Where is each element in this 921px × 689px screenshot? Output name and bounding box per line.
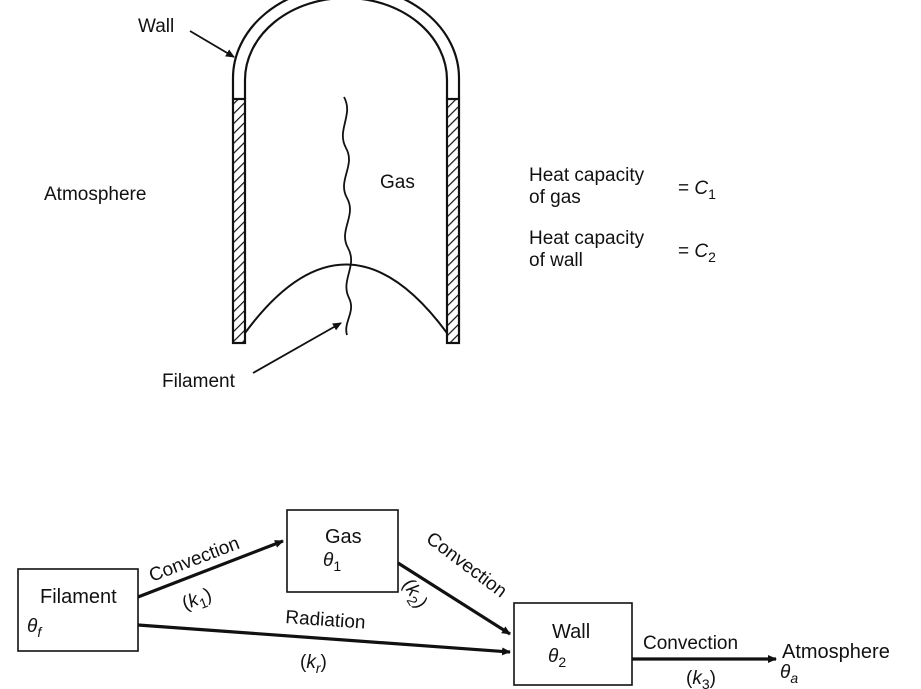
edge-wall-atmosphere-label: Convection <box>643 633 738 654</box>
right-wall-section <box>445 97 461 345</box>
atmosphere-node-label: Atmosphere <box>782 641 890 663</box>
gas-label: Gas <box>380 172 415 193</box>
apparatus-drawing: Wall Gas Atmosphere Filament Heat capaci… <box>44 0 716 392</box>
edge-filament-gas-coefficient: (k1) <box>179 584 216 617</box>
filament-node-symbol: θf <box>27 616 43 640</box>
edge-filament-wall <box>137 623 511 656</box>
heat-capacity-gas-equation: = C1 <box>678 178 716 202</box>
left-wall-section <box>231 97 247 345</box>
edge-gas-wall-label: Convection <box>422 528 511 602</box>
edge-filament-gas <box>137 539 284 599</box>
heat-capacity-gas-note: Heat capacity of gas = C1 <box>529 165 716 208</box>
edge-filament-wall-coefficient: (kr) <box>300 652 327 676</box>
edge-wall-atmosphere-coefficient: (k3) <box>686 668 716 689</box>
heat-capacity-wall-line1: Heat capacity <box>529 228 645 249</box>
filament-wire <box>341 96 353 336</box>
wall-node-box <box>513 602 633 686</box>
edge-gas-wall <box>397 561 511 636</box>
edge-filament-wall-label: Radiation <box>285 607 367 634</box>
heat-capacity-wall-note: Heat capacity of wall = C2 <box>529 228 716 271</box>
cross-section-arc <box>244 263 448 334</box>
filament-node-box <box>17 568 139 652</box>
gas-node-label: Gas <box>325 526 362 548</box>
gas-node-symbol: θ1 <box>323 550 341 574</box>
edge-filament-gas-label: Convection <box>146 533 242 587</box>
heat-capacity-wall-line2: of wall <box>529 250 583 271</box>
filament-node-label: Filament <box>40 586 117 608</box>
wall-callout-arrow <box>189 30 235 58</box>
heat-capacity-gas-line1: Heat capacity <box>529 165 645 186</box>
atmosphere-node-symbol: θa <box>780 662 798 686</box>
gas-node-box <box>286 509 399 593</box>
heat-capacity-gas-line2: of gas <box>529 187 581 208</box>
wall-label: Wall <box>138 16 174 37</box>
heat-flow-diagram: Filament θf Gas θ1 Wall θ2 Atmosphere θa… <box>17 509 890 689</box>
wall-node-label: Wall <box>552 621 590 643</box>
dome-wall-inner <box>243 0 449 99</box>
atmosphere-label: Atmosphere <box>44 184 146 205</box>
heat-capacity-wall-equation: = C2 <box>678 241 716 265</box>
dome-wall-outer <box>231 0 461 99</box>
wall-node-symbol: θ2 <box>548 646 566 670</box>
filament-label: Filament <box>162 371 236 392</box>
filament-callout-arrow <box>252 322 342 374</box>
